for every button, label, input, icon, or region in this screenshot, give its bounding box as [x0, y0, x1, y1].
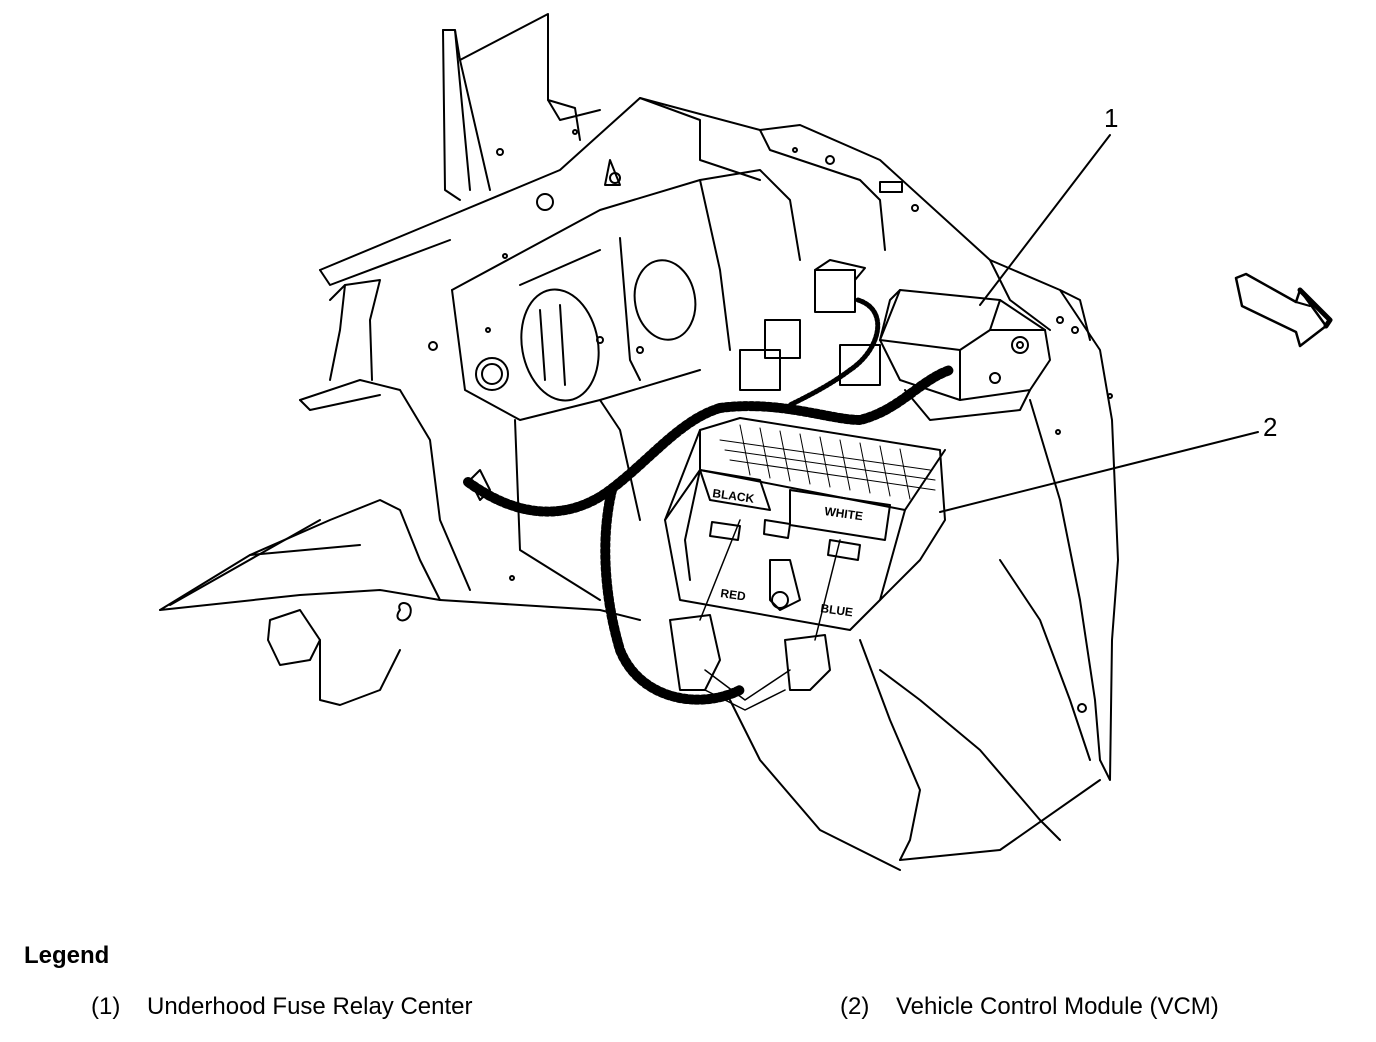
callout-number-2: 2	[1263, 412, 1277, 442]
left-structure	[159, 279, 641, 706]
a-pillar	[442, 13, 601, 201]
legend-item-underhood-fuse-relay-center: (1) Underhood Fuse Relay Center	[91, 993, 473, 1021]
white-connector-label: WHITE	[824, 504, 864, 523]
underhood-fuse-relay-center	[739, 259, 1051, 421]
black-connector-label: BLACK	[712, 486, 756, 506]
blue-connector-label: BLUE	[820, 601, 854, 619]
inner-fender	[639, 97, 1119, 871]
callout-1: 1	[979, 103, 1118, 306]
legend-item-label: Underhood Fuse Relay Center	[147, 993, 473, 1020]
legend-title: Legend	[24, 942, 110, 969]
vehicle-control-module: BLACK WHITE RED BLUE	[664, 417, 946, 711]
legend-item-vehicle-control-module: (2) Vehicle Control Module (VCM)	[840, 993, 1219, 1021]
vcm-location-diagram: BLACK WHITE RED BLUE 1 2	[159, 13, 1333, 871]
legend-item-number: (2)	[840, 993, 870, 1020]
legend-item-number: (1)	[91, 993, 121, 1020]
firewall-panel	[319, 97, 801, 601]
callout-2: 2	[939, 412, 1277, 513]
front-direction-arrow	[1234, 272, 1333, 348]
legend-item-label: Vehicle Control Module (VCM)	[896, 993, 1219, 1020]
wiring-harness	[463, 297, 955, 705]
red-connector-label: RED	[720, 586, 747, 603]
callout-number-1: 1	[1104, 103, 1118, 133]
